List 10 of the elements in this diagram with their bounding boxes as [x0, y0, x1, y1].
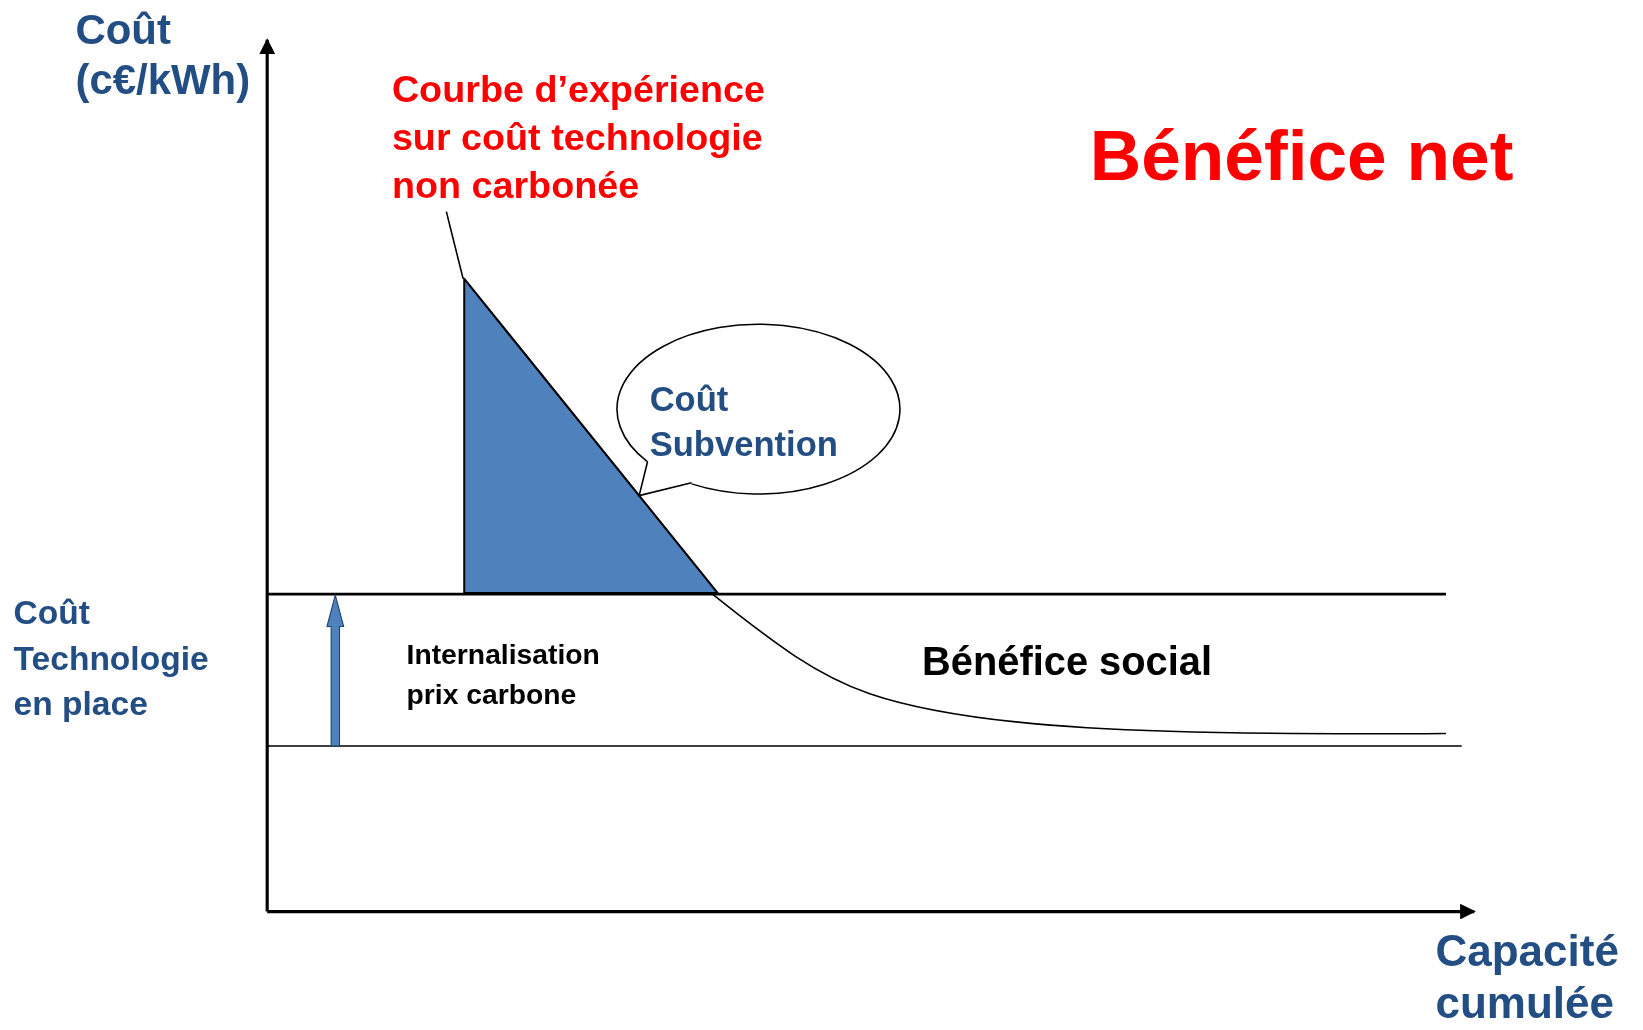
- bubble-text: Coût Subvention: [649, 378, 839, 466]
- side-label: Coût Technologie en place: [13, 593, 210, 724]
- bubble-tail: [638, 461, 693, 497]
- leader-line: [445, 210, 464, 280]
- area-label: Internalisation prix carbone: [406, 638, 601, 713]
- heading-text: Bénéfice net: [1089, 114, 1515, 197]
- area-label: Bénéfice social: [922, 638, 1213, 686]
- axis-title: Coût (c€/kWh): [75, 5, 252, 105]
- callout-text: Courbe d’expérience sur coût technologie non carbonée: [391, 66, 766, 209]
- axis-title: Capacité cumulée: [1435, 925, 1620, 1030]
